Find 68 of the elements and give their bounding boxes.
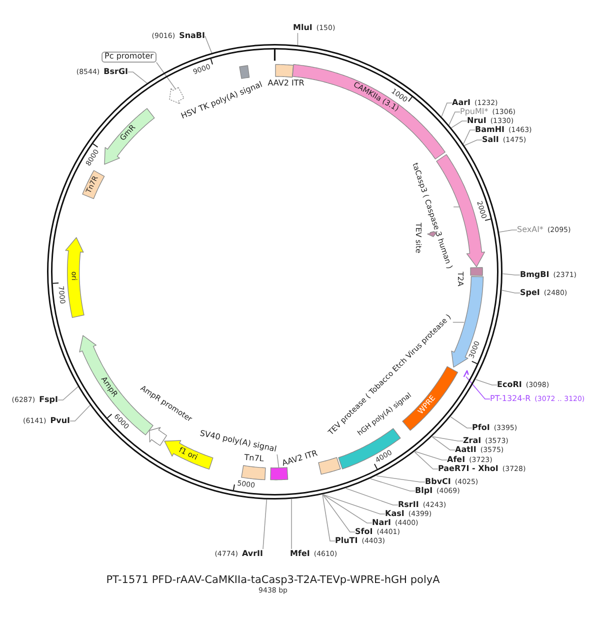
leader-line xyxy=(262,499,268,550)
site-label: BsrGI xyxy=(104,67,128,77)
leader-line xyxy=(58,386,79,400)
site-label: KasI xyxy=(385,509,404,519)
site-label: MluI xyxy=(293,23,312,33)
site-label: BbvCI xyxy=(425,477,451,487)
site-label: RsrII xyxy=(398,500,419,510)
feature-callout: Pc promoter xyxy=(102,52,156,62)
leader-line xyxy=(452,322,465,323)
leader-line xyxy=(70,404,91,422)
site-label: SalI xyxy=(482,135,499,145)
site-label: SnaBI xyxy=(179,31,205,41)
primer-label: PT-1324-R xyxy=(490,394,531,404)
leader-line xyxy=(276,454,280,468)
site-label: PfoI xyxy=(472,423,490,433)
leader-line xyxy=(450,120,468,128)
leader-line xyxy=(322,494,336,542)
site-label: AfeI xyxy=(447,455,466,465)
site-label: ZraI xyxy=(463,436,482,446)
leader-line xyxy=(502,290,520,294)
site-label: FspI xyxy=(39,395,58,405)
site-label: EcoRI xyxy=(497,380,522,390)
leader-line xyxy=(322,494,356,532)
site-label: SexAI* xyxy=(517,225,544,235)
leader-line xyxy=(462,130,476,144)
feature-label: AAV2 ITR xyxy=(281,449,319,469)
leader-line xyxy=(432,436,464,442)
site-label: AarI xyxy=(452,98,471,108)
leader-line xyxy=(450,416,472,428)
site-label: PpuMI* xyxy=(460,107,488,117)
leader-line xyxy=(128,72,148,84)
leader-line xyxy=(346,488,398,506)
leader-line xyxy=(297,32,298,46)
leader-line xyxy=(291,498,292,550)
leader-line xyxy=(502,273,520,276)
leader-line xyxy=(370,478,416,492)
site-label: BamHI xyxy=(475,125,505,135)
leader-line xyxy=(414,452,438,470)
leader-line xyxy=(204,36,212,54)
leader-line xyxy=(441,102,452,118)
feature-label: AAV2 ITR xyxy=(268,80,304,88)
site-label: AvrII xyxy=(242,549,263,559)
map-title: PT-1571 PFD-rAAV-CaMKIIa-taCasp3-T2A-TEVp-WPRE-hGH polyA xyxy=(105,574,441,586)
leader-line xyxy=(466,376,490,400)
site-label: AatII xyxy=(455,445,476,455)
site-label: NruI xyxy=(467,116,486,126)
leader-line xyxy=(322,494,386,514)
site-label: NarI xyxy=(372,518,392,528)
leader-line xyxy=(475,379,498,386)
leader-line xyxy=(376,475,426,482)
leader-line xyxy=(322,494,372,524)
feature-label: Tn7L xyxy=(244,454,264,464)
site-label: PluTI xyxy=(335,536,358,546)
leader-line xyxy=(156,62,176,90)
site-label: BmgBI xyxy=(520,270,550,280)
site-label: MfeI xyxy=(290,549,310,559)
leader-line xyxy=(464,140,482,146)
leader-line xyxy=(432,436,456,450)
site-label: PvuI xyxy=(50,416,70,426)
site-label: PaeR7I - XhoI xyxy=(438,464,498,474)
leader-line xyxy=(448,112,460,126)
leader-line xyxy=(414,451,448,460)
leader-line xyxy=(498,230,518,232)
site-label: SfoI xyxy=(355,527,373,537)
site-label: SpeI xyxy=(520,288,540,298)
leader-line xyxy=(453,206,460,208)
site-label: BlpI xyxy=(415,486,433,496)
feature-label: SV40 poly(A) signal xyxy=(198,430,278,454)
